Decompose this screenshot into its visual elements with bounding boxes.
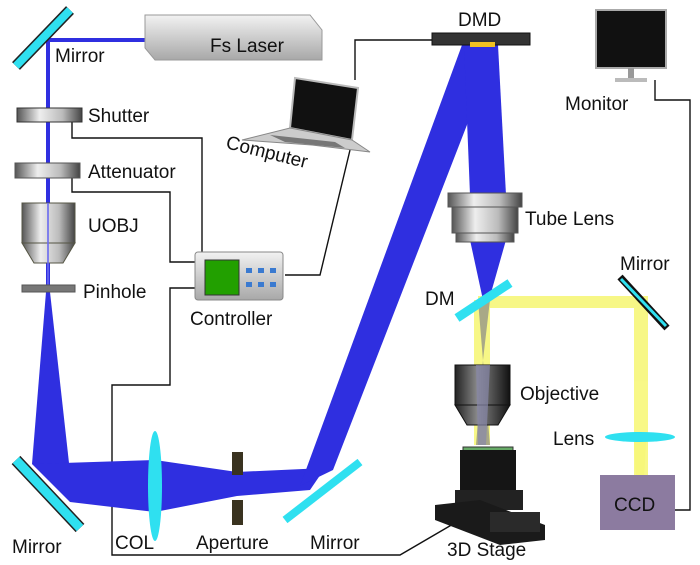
dm-icon	[454, 279, 513, 322]
controller-label: Controller	[190, 309, 273, 330]
shutter-icon	[16, 107, 83, 123]
mirror-bottom-left-label: Mirror	[12, 537, 62, 558]
dmd-mirror-array	[470, 42, 495, 47]
controller-icon	[194, 251, 284, 301]
ccd-icon	[600, 475, 675, 530]
controller-screen	[204, 259, 240, 296]
attenuator-label: Attenuator	[88, 162, 176, 183]
tube-lens-label: Tube Lens	[525, 209, 614, 230]
pinhole-icon	[21, 284, 76, 293]
controller-computer-wire	[285, 149, 351, 276]
attenuator-wire	[71, 178, 195, 263]
col-label: COL	[115, 533, 154, 554]
dmd-label: DMD	[458, 10, 501, 31]
attenuator-icon	[14, 162, 81, 179]
beam-pinhole-to-mirror	[32, 292, 70, 472]
monitor-label: Monitor	[565, 94, 629, 115]
uobj-label: UOBJ	[88, 216, 139, 237]
computer-dmd-wire	[354, 39, 432, 80]
objective-icon	[454, 364, 511, 426]
aperture-lower-blade	[232, 500, 243, 525]
shutter-label: Shutter	[88, 106, 150, 127]
dm-label: DM	[425, 289, 455, 310]
pinhole-label: Pinhole	[83, 282, 146, 303]
lens-label: Lens	[553, 429, 594, 450]
aperture-label: Aperture	[196, 533, 269, 554]
uobj-beam	[47, 203, 49, 288]
lens-focus-light	[634, 442, 646, 480]
light-dm-to-mirror	[478, 296, 648, 308]
mirror-right-label: Mirror	[620, 254, 670, 275]
stage-icon	[435, 446, 545, 545]
ccd-label: CCD	[614, 495, 655, 516]
objective-beam	[476, 365, 490, 445]
objective-label: Objective	[520, 384, 599, 405]
mirror-top-glass	[13, 7, 73, 69]
laser-beam	[32, 38, 506, 512]
beam-dmd-to-tube-lens	[464, 45, 506, 195]
monitor-ccd-wire	[654, 80, 691, 511]
laptop-icon	[241, 76, 371, 153]
stage-wire	[111, 287, 461, 556]
fs-laser: Fs Laser	[144, 14, 323, 61]
mirror-right-glass	[619, 277, 668, 328]
lens-icon	[605, 432, 675, 442]
col-lens-icon	[148, 431, 162, 541]
mirror-top-label: Mirror	[55, 46, 105, 67]
mirror-bottom-icon	[282, 458, 363, 524]
stage-label: 3D Stage	[447, 540, 526, 561]
beam-to-col	[32, 460, 155, 512]
beam-aperture-to-mirror	[237, 468, 325, 496]
mirror-bottom-left-glass	[12, 456, 84, 532]
beam-mirror-to-dmd	[300, 45, 498, 486]
aperture-upper-blade	[232, 452, 243, 475]
mirror-bottom-label: Mirror	[310, 533, 360, 554]
tube-lens-icon	[447, 192, 523, 243]
shutter-wire	[71, 122, 203, 255]
beam-col-to-aperture	[155, 460, 237, 512]
monitor-icon	[595, 9, 667, 82]
wires	[71, 39, 691, 556]
beam-tube-lens-to-dm	[470, 240, 506, 300]
fs-laser-label: Fs Laser	[210, 36, 285, 57]
beam-laser-to-mirror	[46, 38, 150, 42]
